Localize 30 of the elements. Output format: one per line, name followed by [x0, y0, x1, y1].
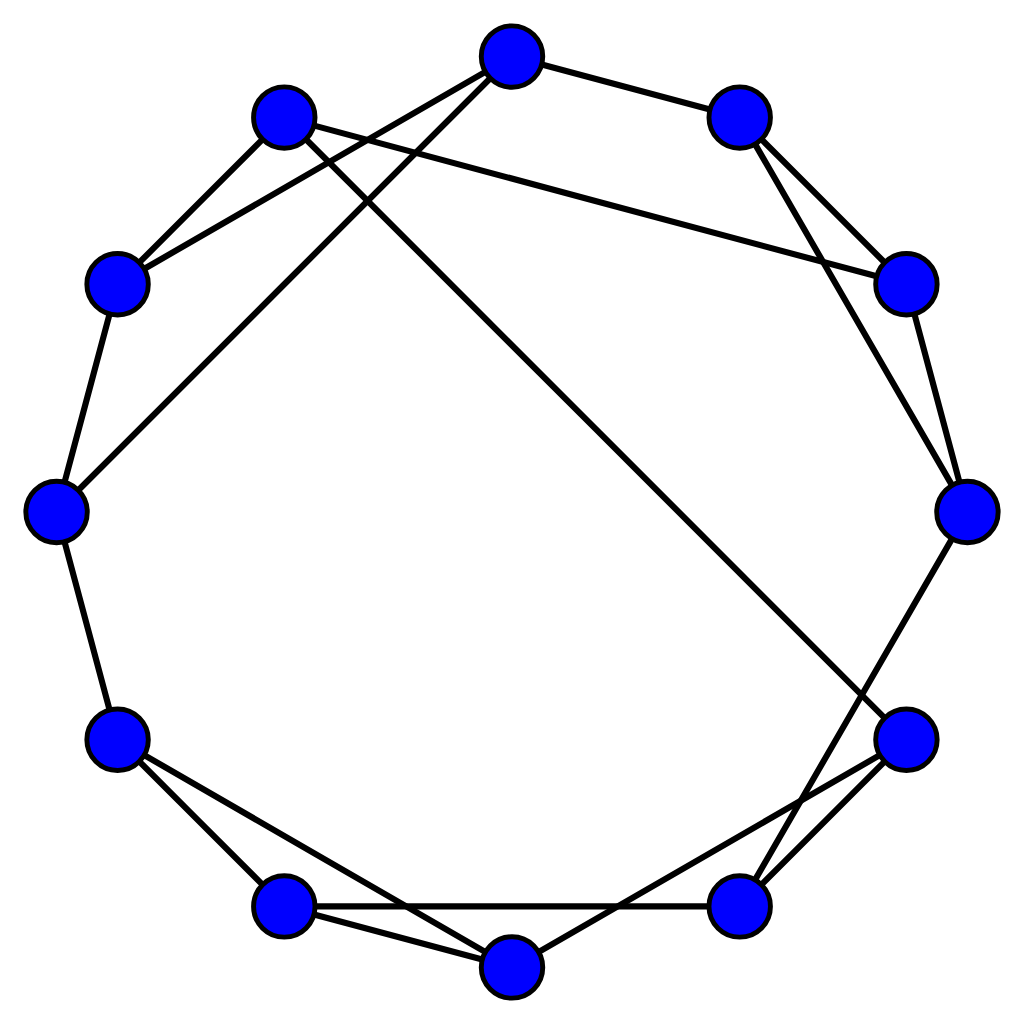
node-circle	[873, 706, 940, 773]
connector	[313, 911, 484, 963]
node-circle	[873, 251, 940, 318]
connector	[143, 69, 487, 272]
connector	[315, 903, 709, 910]
connector	[304, 137, 887, 720]
node-circle	[84, 251, 151, 318]
connector	[911, 313, 963, 483]
connector	[137, 759, 265, 887]
connector	[537, 752, 881, 955]
node-circle	[706, 873, 773, 940]
node-circle	[706, 84, 773, 151]
node-circle	[934, 478, 1001, 546]
connector	[752, 143, 955, 487]
connector	[76, 76, 493, 493]
node-circle	[251, 873, 318, 940]
connector	[759, 137, 887, 265]
connector	[61, 540, 113, 711]
node-circle	[251, 84, 318, 151]
node-circle	[478, 934, 546, 1001]
connector	[61, 313, 113, 484]
connector	[752, 537, 955, 881]
connector	[759, 759, 887, 887]
node-circle	[23, 478, 90, 546]
connector	[541, 61, 711, 113]
connector	[143, 752, 487, 955]
connector	[313, 122, 878, 280]
connector	[137, 137, 265, 265]
node-circle	[478, 23, 546, 90]
node-circle	[84, 706, 151, 773]
